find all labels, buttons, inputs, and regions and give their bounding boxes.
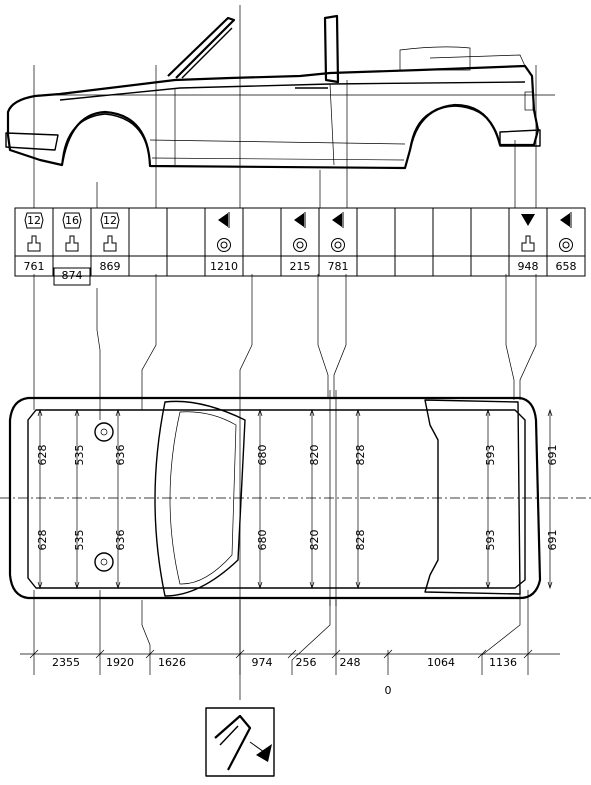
table-column: 215 xyxy=(290,212,311,273)
longitudinal-dimensions: 2355 1920 1626 974 256 248 1064 1136 0 xyxy=(20,649,560,697)
length-dimension: 248 xyxy=(340,656,361,669)
load-class-badge xyxy=(100,212,120,229)
flag-marker-icon xyxy=(294,213,304,227)
width-dimension: 691 xyxy=(546,530,559,551)
target-circle-icon xyxy=(217,238,231,252)
table-value: 781 xyxy=(328,260,349,273)
width-dimension: 636 xyxy=(114,530,127,551)
load-class-label: 12 xyxy=(103,214,117,227)
width-dimension: 636 xyxy=(114,445,127,466)
width-dimension: 628 xyxy=(36,530,49,551)
flag-marker-icon xyxy=(332,213,342,227)
length-dimension: 974 xyxy=(252,656,273,669)
flag-marker-icon xyxy=(560,213,570,227)
load-class-label: 16 xyxy=(65,214,79,227)
support-stand-icon xyxy=(521,235,535,252)
width-dimension: 828 xyxy=(354,445,367,466)
support-stand-icon xyxy=(65,235,79,252)
width-dimension: 680 xyxy=(256,530,269,551)
triangle-marker-icon xyxy=(521,214,535,226)
width-dimension: 593 xyxy=(484,445,497,466)
table-value: 215 xyxy=(290,260,311,273)
datum-zero: 0 xyxy=(385,684,392,697)
table-column: 781 xyxy=(328,212,349,273)
table-column: 1210 xyxy=(210,212,238,273)
load-class-badge xyxy=(24,212,44,229)
table-value: 869 xyxy=(100,260,121,273)
width-dimension: 691 xyxy=(546,445,559,466)
table-value: 948 xyxy=(518,260,539,273)
table-frame xyxy=(14,207,586,277)
flag-marker-icon xyxy=(218,213,228,227)
table-value: 1210 xyxy=(210,260,238,273)
side-view-car xyxy=(5,14,541,170)
table-value: 761 xyxy=(24,260,45,273)
table-column: 12 761 xyxy=(24,212,45,273)
target-circle-icon xyxy=(559,238,573,252)
length-dimension: 1920 xyxy=(106,656,134,669)
width-dimension: 628 xyxy=(36,445,49,466)
width-dimension: 828 xyxy=(354,530,367,551)
target-circle-icon xyxy=(331,238,345,252)
length-dimension: 1136 xyxy=(489,656,517,669)
plan-dimensions: 628 628 535 535 636 636 680 680 820 820 828 828 593 5… xyxy=(36,408,559,590)
table-column: 12 869 xyxy=(100,212,121,273)
support-stand-icon xyxy=(27,235,41,252)
length-dimension: 1064 xyxy=(427,656,455,669)
target-circle-icon xyxy=(293,238,307,252)
width-dimension: 535 xyxy=(73,530,86,551)
measurement-table: 12 761 16 874 12 869 1210 215 781 948 658 xyxy=(14,207,586,286)
table-column: 16 874 xyxy=(53,212,91,286)
support-stand-icon xyxy=(103,235,117,252)
plan-view-car xyxy=(0,390,591,606)
width-dimension: 593 xyxy=(484,530,497,551)
length-dimension: 1626 xyxy=(158,656,186,669)
width-dimension: 820 xyxy=(308,530,321,551)
load-class-badge xyxy=(62,212,82,229)
table-column: 948 xyxy=(518,214,539,273)
load-class-label: 12 xyxy=(27,214,41,227)
table-column: 658 xyxy=(556,212,577,273)
detail-inset xyxy=(205,707,275,777)
table-value: 874 xyxy=(62,269,83,282)
length-dimension: 2355 xyxy=(52,656,80,669)
width-dimension: 820 xyxy=(308,445,321,466)
width-dimension: 680 xyxy=(256,445,269,466)
table-value: 658 xyxy=(556,260,577,273)
length-dimension: 256 xyxy=(296,656,317,669)
width-dimension: 535 xyxy=(73,445,86,466)
projection-lines xyxy=(33,5,555,700)
